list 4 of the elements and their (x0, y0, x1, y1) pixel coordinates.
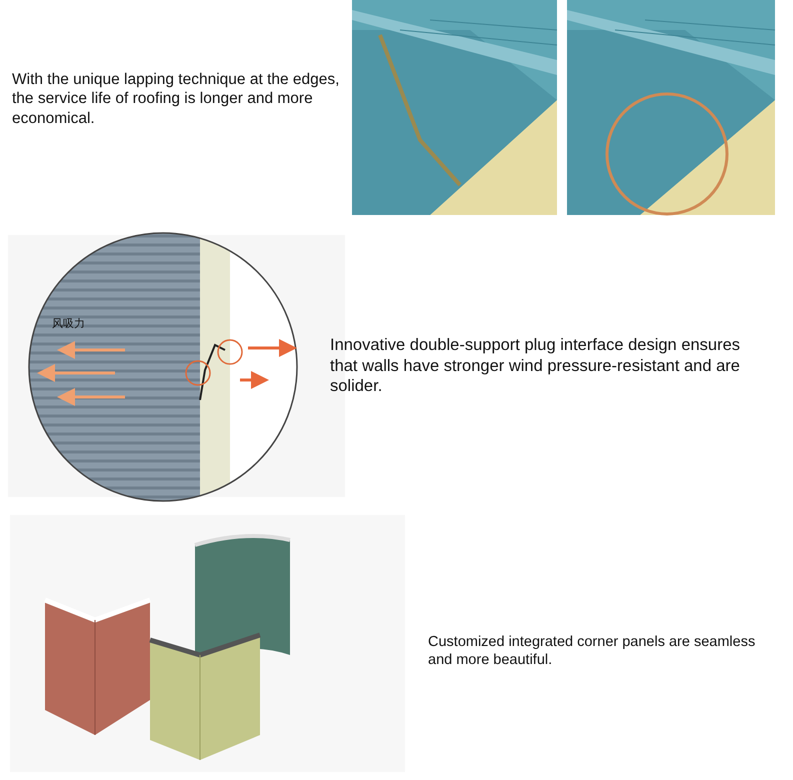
description-text: With the unique lapping technique at the edges, the service life of roofing is longer and more economical. (12, 70, 340, 128)
callout-label: 风吸力 (52, 318, 86, 332)
description-text: Innovative double-support plug interface design ensures that walls have stronger wind pressure-resistant and are solider. (330, 335, 742, 397)
description-text: Customized integrated corner panels are seamless and more beautiful. (428, 633, 756, 670)
